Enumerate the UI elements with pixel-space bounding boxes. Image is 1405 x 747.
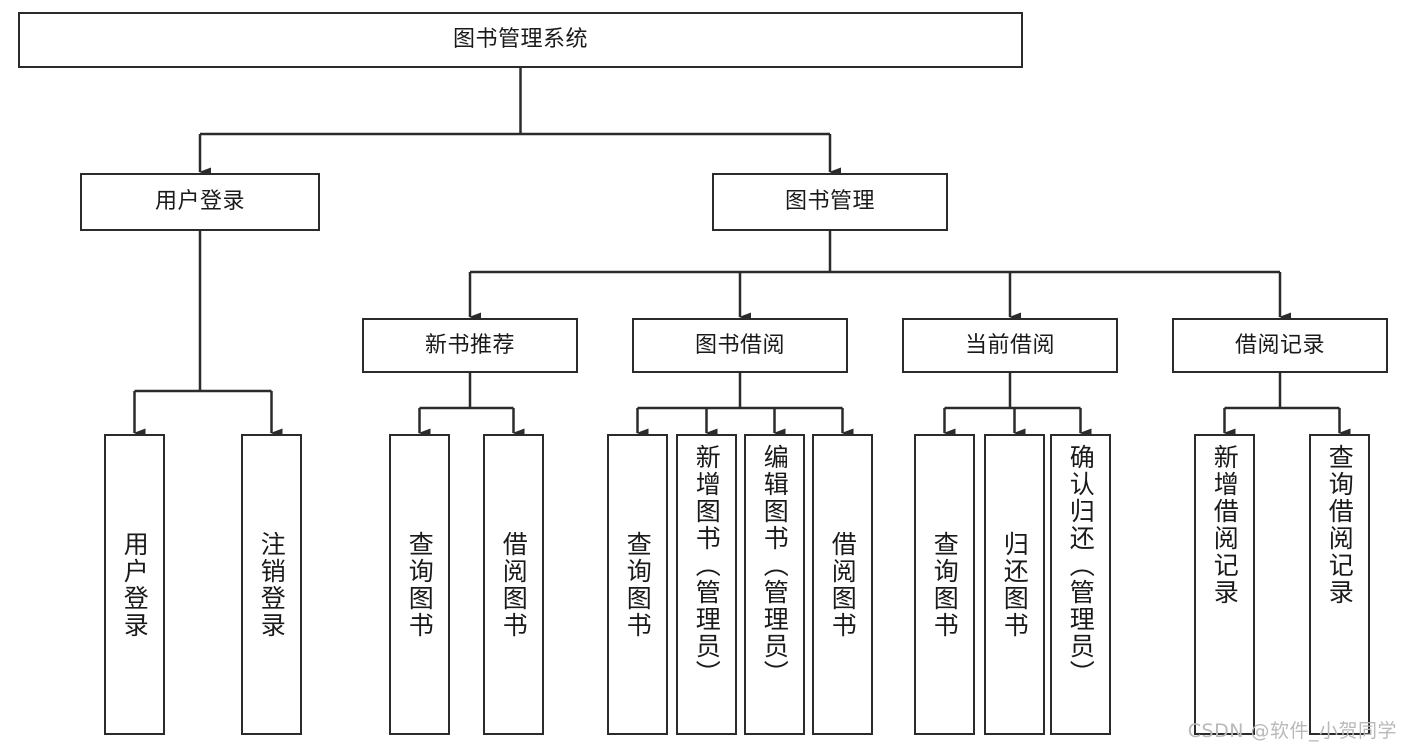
node-label-leaf-11: 确认归还（管理员） bbox=[1066, 444, 1096, 687]
node-label-bookmgmt: 图书管理 bbox=[784, 189, 875, 215]
node-label-root: 图书管理系统 bbox=[452, 27, 588, 53]
node-box-bookmgmt: 图书管理 bbox=[712, 173, 948, 231]
node-label-leaf-13: 查询借阅记录 bbox=[1325, 444, 1355, 606]
node-label-leaf-4: 借阅图书 bbox=[499, 530, 529, 639]
node-label-leaf-12: 新增借阅记录 bbox=[1210, 444, 1240, 606]
node-label-leaf-7: 编辑图书（管理员） bbox=[760, 444, 790, 687]
node-box-leaf-12: 新增借阅记录 bbox=[1194, 434, 1255, 735]
node-label-leaf-8: 借阅图书 bbox=[828, 530, 858, 639]
node-box-leaf-7: 编辑图书（管理员） bbox=[744, 434, 805, 735]
node-box-leaf-1: 用户登录 bbox=[104, 434, 165, 735]
node-box-leaf-13: 查询借阅记录 bbox=[1309, 434, 1370, 735]
node-label-leaf-6: 新增图书（管理员） bbox=[692, 444, 722, 687]
node-label-login: 用户登录 bbox=[154, 189, 245, 215]
node-box-borrow: 图书借阅 bbox=[632, 318, 848, 373]
node-label-borrow: 图书借阅 bbox=[694, 332, 785, 358]
csdn-watermark: CSDN @软件_小贺同学 bbox=[1187, 720, 1397, 742]
node-label-records: 借阅记录 bbox=[1234, 332, 1325, 358]
node-box-leaf-5: 查询图书 bbox=[607, 434, 668, 735]
node-box-leaf-2: 注销登录 bbox=[241, 434, 302, 735]
node-label-leaf-2: 注销登录 bbox=[257, 530, 287, 639]
node-box-current: 当前借阅 bbox=[902, 318, 1118, 373]
node-box-newbook: 新书推荐 bbox=[362, 318, 578, 373]
node-box-leaf-11: 确认归还（管理员） bbox=[1050, 434, 1111, 735]
node-box-leaf-4: 借阅图书 bbox=[483, 434, 544, 735]
node-label-leaf-1: 用户登录 bbox=[120, 530, 150, 639]
node-label-leaf-9: 查询图书 bbox=[930, 530, 960, 639]
node-label-leaf-5: 查询图书 bbox=[623, 530, 653, 639]
node-box-leaf-8: 借阅图书 bbox=[812, 434, 873, 735]
node-box-root: 图书管理系统 bbox=[18, 12, 1023, 68]
node-box-leaf-3: 查询图书 bbox=[389, 434, 450, 735]
node-box-leaf-6: 新增图书（管理员） bbox=[676, 434, 737, 735]
node-box-login: 用户登录 bbox=[80, 173, 320, 231]
node-box-leaf-9: 查询图书 bbox=[914, 434, 975, 735]
node-box-leaf-10: 归还图书 bbox=[984, 434, 1045, 735]
node-box-records: 借阅记录 bbox=[1172, 318, 1388, 373]
node-label-leaf-3: 查询图书 bbox=[405, 530, 435, 639]
node-label-leaf-10: 归还图书 bbox=[1000, 530, 1030, 639]
node-label-current: 当前借阅 bbox=[964, 332, 1055, 358]
node-label-newbook: 新书推荐 bbox=[424, 332, 515, 358]
